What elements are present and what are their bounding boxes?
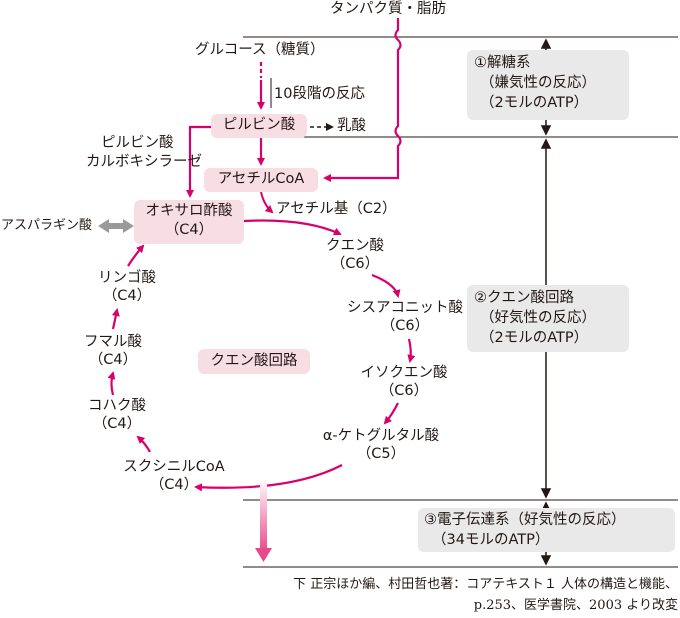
ten-steps-label: 10段階の反応 bbox=[274, 86, 365, 102]
citrate-carbon: （C6） bbox=[330, 256, 380, 272]
electron-transport-title: ③電子伝達系（好気性の反応） bbox=[424, 512, 626, 528]
lactate-label: 乳酸 bbox=[337, 118, 366, 134]
cis-aconitate-carbon: （C6） bbox=[380, 318, 430, 334]
electron-transport-atp: （34モルのATP） bbox=[432, 532, 550, 548]
isocitrate-carbon: （C6） bbox=[379, 383, 429, 399]
oxaloacetate-carbon: （C4） bbox=[164, 222, 214, 238]
glycolysis-subtitle: （嫌気性の反応） bbox=[480, 75, 596, 91]
cycle-center-label: クエン酸回路 bbox=[210, 353, 298, 369]
cycle-arrow-oxaloacetate-citrate bbox=[243, 219, 342, 236]
citric-acid-box bbox=[467, 285, 629, 352]
citric-acid-atp: （2モルのATP） bbox=[480, 330, 589, 346]
protein-fat-arrow bbox=[323, 18, 402, 182]
cycle-arrow-succinate-fumarate bbox=[107, 371, 116, 396]
ketoglutarate-label: α-ケトグルタル酸 bbox=[322, 428, 440, 444]
pyruvate-carboxylase-label-2: カルボキシラーゼ bbox=[86, 154, 202, 170]
cycle-arrow-cisaconitate-isocitrate bbox=[407, 338, 416, 363]
asparagine-arrow bbox=[98, 219, 134, 233]
asparagine-label: アスパラギン酸 bbox=[1, 218, 93, 233]
citrate-label: クエン酸 bbox=[326, 238, 384, 254]
citric-acid-title: ②クエン酸回路 bbox=[474, 290, 574, 306]
citric-acid-subtitle: （好気性の反応） bbox=[480, 310, 596, 326]
ketoglutarate-carbon: （C5） bbox=[356, 446, 406, 462]
fumarate-label: フマル酸 bbox=[84, 334, 142, 350]
glycolysis-title: ①解糖系 bbox=[474, 55, 531, 71]
pyruvate-label: ピルビン酸 bbox=[222, 117, 296, 133]
source-credit-line-2: p.253、医学書院、2003 より改変 bbox=[473, 598, 678, 613]
to-electron-transport-arrow bbox=[260, 478, 267, 552]
acetyl-group-label: アセチル基（C2） bbox=[276, 201, 397, 217]
succinate-label: コハク酸 bbox=[88, 398, 146, 414]
pyruvate-carboxylase-label-1: ピルビン酸 bbox=[101, 135, 174, 151]
succinyl-coa-carbon: （C4） bbox=[149, 477, 199, 493]
succinyl-coa-label: スクシニルCoA bbox=[123, 459, 225, 475]
cycle-arrow-malate-oxaloacetate bbox=[127, 244, 145, 267]
pyruvate-oxaloacetate-arrow bbox=[186, 125, 211, 198]
pyruvate-box bbox=[211, 114, 307, 138]
fumarate-carbon: （C4） bbox=[88, 352, 138, 368]
cis-aconitate-label: シスアコニット酸 bbox=[347, 300, 463, 316]
glucose-label: グルコース（糖質） bbox=[195, 42, 325, 58]
cycle-arrow-ketoglutarate-succinyl bbox=[194, 464, 343, 492]
glycolysis-atp: （2モルのATP） bbox=[480, 95, 589, 111]
cycle-arrow-succinyl-succinate bbox=[136, 435, 151, 453]
isocitrate-label: イソクエン酸 bbox=[360, 365, 448, 381]
source-credit-line-1: 下 正宗ほか編、村田哲也著：コアテキスト１ 人体の構造と機能、 bbox=[293, 577, 678, 592]
cycle-arrow-citrate-cisaconitate bbox=[371, 273, 401, 298]
oxaloacetate-label: オキサロ酢酸 bbox=[145, 203, 233, 219]
cycle-arrow-isocitrate-ketoglutarate bbox=[383, 402, 399, 425]
succinate-carbon: （C4） bbox=[92, 416, 142, 432]
protein-fat-label: タンパク質・脂肪 bbox=[330, 1, 446, 17]
acetyl-group-arrow bbox=[260, 191, 274, 214]
cycle-center-box bbox=[198, 349, 310, 374]
malate-label: リンゴ酸 bbox=[98, 270, 156, 286]
cycle-arrow-fumarate-malate bbox=[111, 308, 120, 330]
acetyl-coa-box bbox=[204, 168, 318, 192]
acetyl-coa-label: アセチルCoA bbox=[217, 171, 305, 187]
oxaloacetate-box bbox=[134, 200, 244, 244]
glycolysis-box bbox=[467, 50, 629, 120]
malate-carbon: （C4） bbox=[102, 288, 152, 304]
electron-transport-box bbox=[418, 508, 675, 552]
